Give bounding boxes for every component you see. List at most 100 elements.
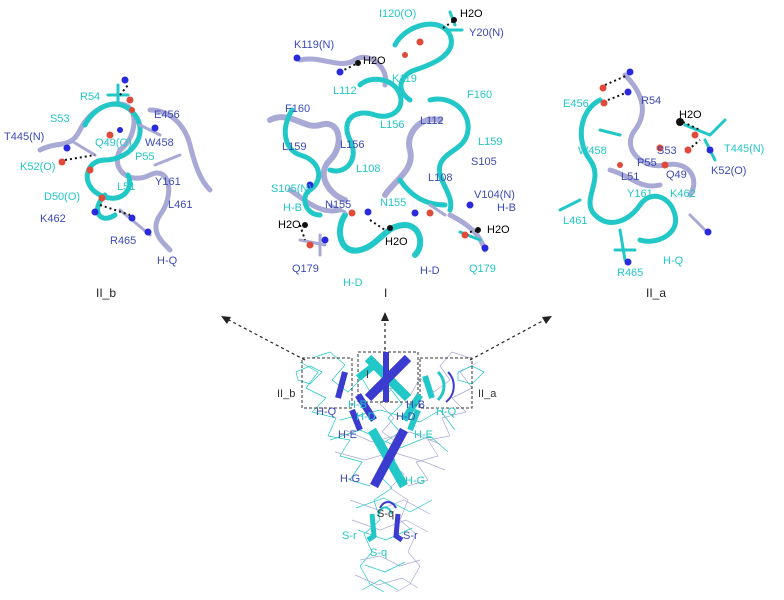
panel-ii-b-hbonds (64, 84, 131, 216)
label-v104n: V104(N) (474, 189, 515, 201)
panel-ii-b: R54 S53 E456 T445(N) Q49(O) W458 P55 K52… (4, 76, 213, 300)
pointer-arrowheads (221, 312, 552, 324)
label-n155-left: N155 (325, 199, 351, 211)
box-ii-b (301, 357, 353, 409)
label-l112-left: L112 (333, 85, 357, 97)
label-e456: E456 (154, 109, 180, 121)
label-i120o: I120(O) (379, 8, 416, 20)
overview-strand-sr-left: S-r (342, 530, 357, 542)
label-r54-a: R54 (641, 95, 661, 107)
label-k462: K462 (40, 213, 66, 225)
overview-strand-sq-top: S-q (377, 508, 394, 520)
label-f160-left: F160 (285, 103, 310, 115)
label-t445n-a: T445(N) (724, 143, 764, 155)
label-hb-left: H-B (283, 202, 302, 214)
box-ii-a (419, 357, 473, 409)
label-l51-a: L51 (621, 171, 639, 183)
label-l159-left: L159 (282, 141, 306, 153)
overview-strand-sr-right: S-r (403, 530, 418, 542)
label-l461: L461 (168, 199, 192, 211)
label-e456-a: E456 (563, 98, 589, 110)
label-s105n: S105(N) (271, 183, 312, 195)
label-l156-top: L156 (380, 119, 404, 131)
label-h2o-top: H2O (460, 8, 483, 20)
label-d50o: D50(O) (44, 191, 80, 203)
panel-i-labels: I120(O) Y20(N) H2O K119(N) H2O K119 L112… (271, 8, 516, 300)
overview-strand-sq-bottom: S-q (370, 547, 387, 559)
label-y161: Y161 (155, 176, 181, 188)
overview-helix-hd-left: H-D (356, 411, 376, 423)
label-h2o-center: H2O (385, 236, 408, 248)
panel-ii-a: R54 E456 H2O W458 S53 T445(N) P55 Q49 L5… (558, 68, 764, 300)
label-h2o-right: H2O (487, 224, 510, 236)
panel-ii-b-labels: R54 S53 E456 T445(N) Q49(O) W458 P55 K52… (4, 91, 192, 300)
panel-i: I120(O) Y20(N) H2O K119(N) H2O K119 L112… (267, 8, 516, 300)
label-r54: R54 (80, 91, 100, 103)
panel-ii-a-hbonds (604, 74, 701, 151)
label-l112-right: L112 (420, 115, 444, 127)
label-q49o: Q49(O) (95, 137, 132, 149)
overview-label-ii-a: II_a (478, 388, 497, 400)
panel-i-ribbon (267, 10, 488, 258)
panel-ii-a-labels: R54 E456 H2O W458 S53 T445(N) P55 Q49 L5… (563, 95, 764, 300)
label-q49-a: Q49 (666, 169, 687, 181)
label-h2o-k119: H2O (363, 55, 386, 67)
overview-label-i: I (366, 369, 369, 381)
panel-ii-a-ribbon (558, 72, 727, 262)
pointer-arrows (224, 317, 549, 361)
label-q179-right: Q179 (469, 263, 496, 275)
label-hb-right: H-B (497, 202, 516, 214)
label-hq: H-Q (157, 255, 178, 267)
label-s53-a: S53 (657, 145, 677, 157)
panel-ii-a-atoms (599, 68, 714, 266)
overview-helices (335, 352, 455, 543)
label-q179-left: Q179 (292, 263, 319, 275)
label-p55: P55 (135, 151, 155, 163)
label-k119: K119 (392, 73, 417, 85)
label-p55-a: P55 (637, 157, 657, 169)
label-k52o: K52(O) (20, 161, 55, 173)
panel-i-hbonds (299, 19, 481, 241)
label-s53: S53 (50, 113, 70, 125)
label-l159-right: L159 (478, 136, 502, 148)
overview-helix-he-left: H-E (338, 429, 357, 441)
label-h2o-a: H2O (679, 109, 702, 121)
label-s105: S105 (471, 156, 497, 168)
overview-wire-trace (295, 351, 485, 593)
label-r465-a: R465 (617, 267, 643, 279)
overview-helix-hb-right: H-B (406, 399, 425, 411)
label-t445n: T445(N) (4, 131, 44, 143)
label-w458-a: W458 (578, 145, 607, 157)
panel-ii-b-ribbon (37, 83, 213, 253)
label-k52o-a: K52(O) (711, 165, 746, 177)
label-k119n: K119(N) (294, 39, 334, 51)
overview-labels: II_b I II_a H-Q H-B H-B H-Q H-D H-D H-E … (277, 369, 497, 559)
panel-i-atoms (293, 17, 489, 252)
label-h2o-left: H2O (278, 219, 301, 231)
overview-helix-he-right: H-E (414, 429, 433, 441)
overview-helix-hq-left: H-Q (316, 406, 337, 418)
label-n155-right: N155 (380, 197, 406, 209)
label-hd-right: H-D (420, 265, 440, 277)
label-f160-right: F160 (467, 89, 492, 101)
panel-i-title: I (384, 286, 387, 300)
label-l108-right: L108 (428, 172, 452, 184)
label-l108-left: L108 (356, 163, 380, 175)
label-l461-a: L461 (563, 215, 587, 227)
panel-ii-a-title: II_a (646, 286, 666, 300)
label-l51: L51 (117, 181, 135, 193)
panel-ii-b-title: II_b (96, 286, 116, 300)
panel-ii-b-atoms (58, 76, 159, 236)
overview-helix-hq-right: H-Q (436, 406, 457, 418)
label-w458: W458 (145, 137, 174, 149)
overview-helix-hg-right: H-G (405, 475, 425, 487)
label-r465: R465 (110, 235, 136, 247)
overview-helix-hd-right: H-D (396, 411, 416, 423)
label-hd-left: H-D (343, 277, 363, 289)
label-y20n: Y20(N) (469, 27, 504, 39)
overview-label-ii-b: II_b (277, 388, 295, 400)
label-k462-a: K462 (670, 188, 696, 200)
label-hq-a: H-Q (663, 255, 684, 267)
overview-structure: II_b I II_a H-Q H-B H-B H-Q H-D H-D H-E … (221, 312, 552, 593)
